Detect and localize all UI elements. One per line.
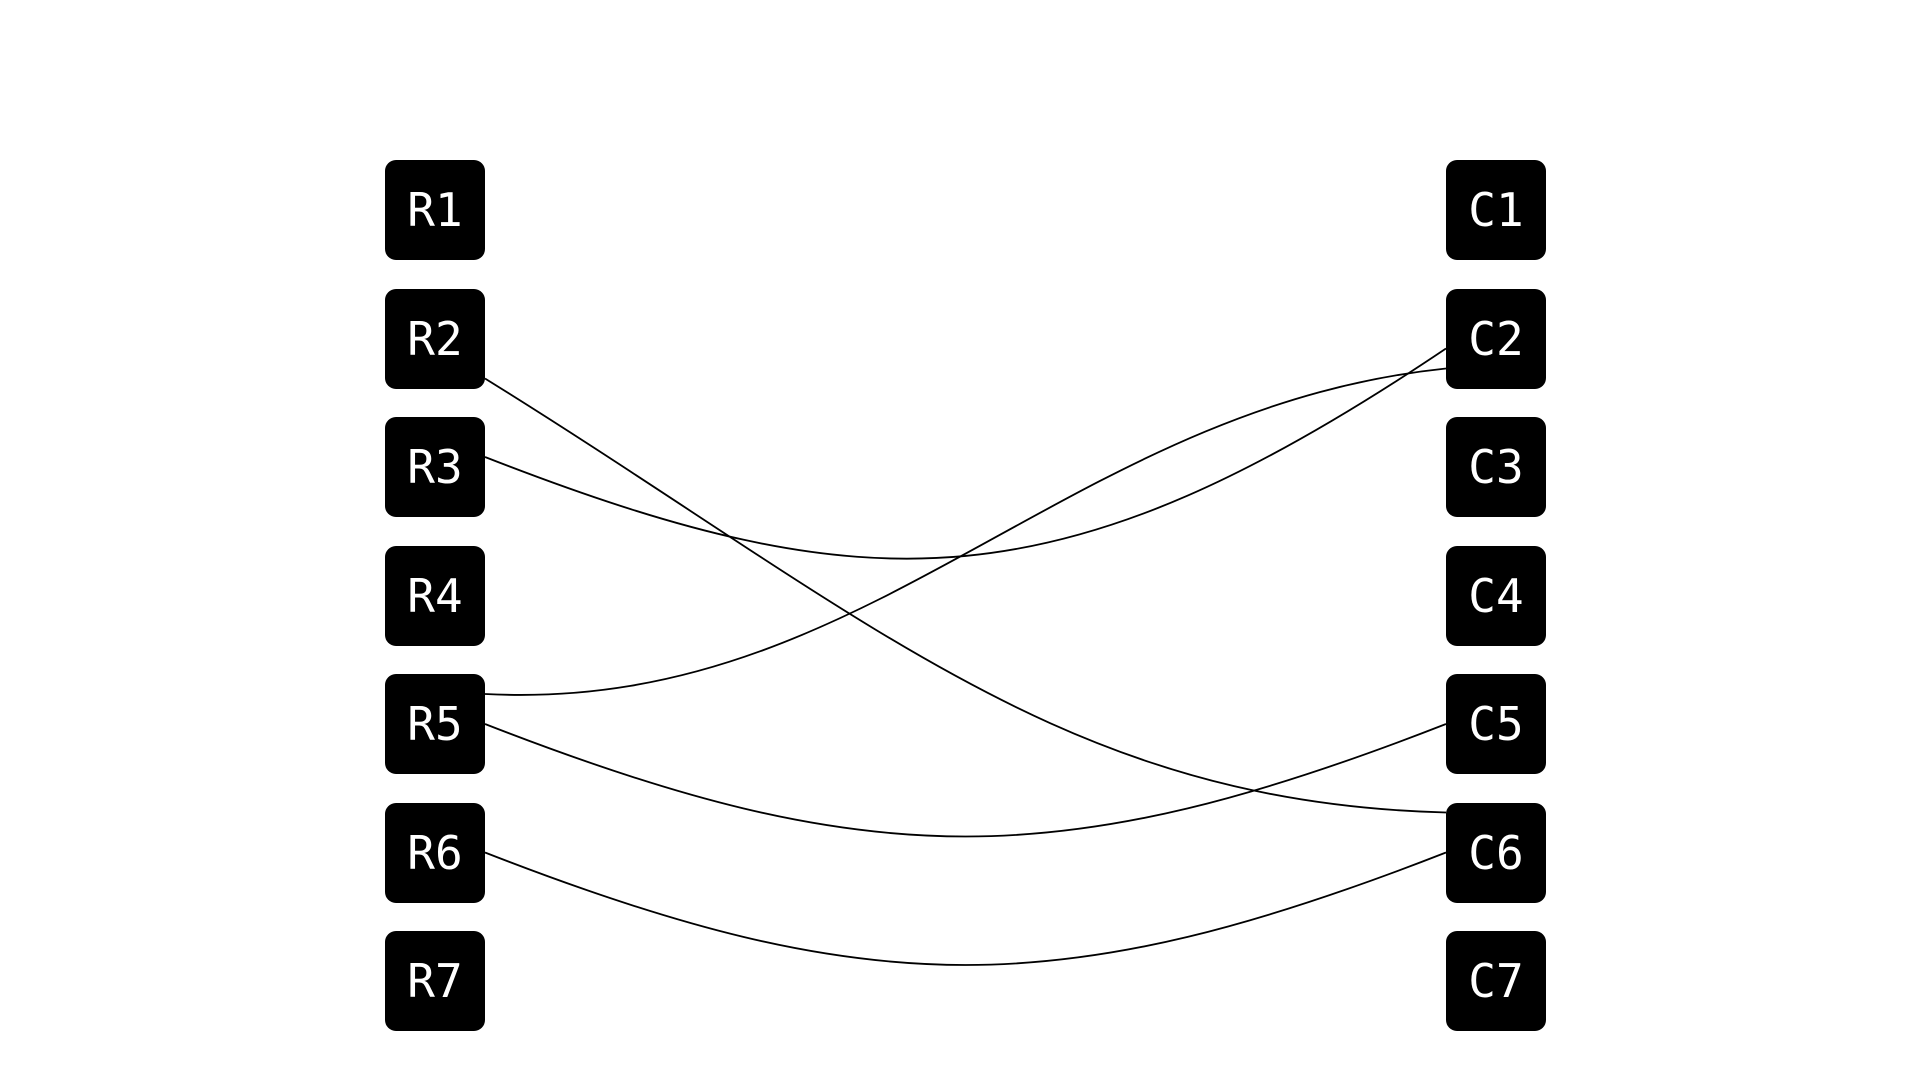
node-c4[interactable]: C4 xyxy=(1446,546,1546,646)
node-c1[interactable]: C1 xyxy=(1446,160,1546,260)
edge-r5-c2 xyxy=(484,367,1447,696)
edge-r2-c6 xyxy=(484,377,1447,814)
node-r7[interactable]: R7 xyxy=(385,931,485,1031)
node-r5[interactable]: R5 xyxy=(385,674,485,774)
edge-r5-c5 xyxy=(484,723,1447,838)
node-c5[interactable]: C5 xyxy=(1446,674,1546,774)
node-r1[interactable]: R1 xyxy=(385,160,485,260)
node-r6[interactable]: R6 xyxy=(385,803,485,903)
node-c2[interactable]: C2 xyxy=(1446,289,1546,389)
node-r4[interactable]: R4 xyxy=(385,546,485,646)
node-r2[interactable]: R2 xyxy=(385,289,485,389)
node-c7[interactable]: C7 xyxy=(1446,931,1546,1031)
edge-r3-c2 xyxy=(484,347,1447,560)
node-c6[interactable]: C6 xyxy=(1446,803,1546,903)
node-r3[interactable]: R3 xyxy=(385,417,485,517)
node-c3[interactable]: C3 xyxy=(1446,417,1546,517)
edge-r6-c6 xyxy=(484,851,1447,966)
